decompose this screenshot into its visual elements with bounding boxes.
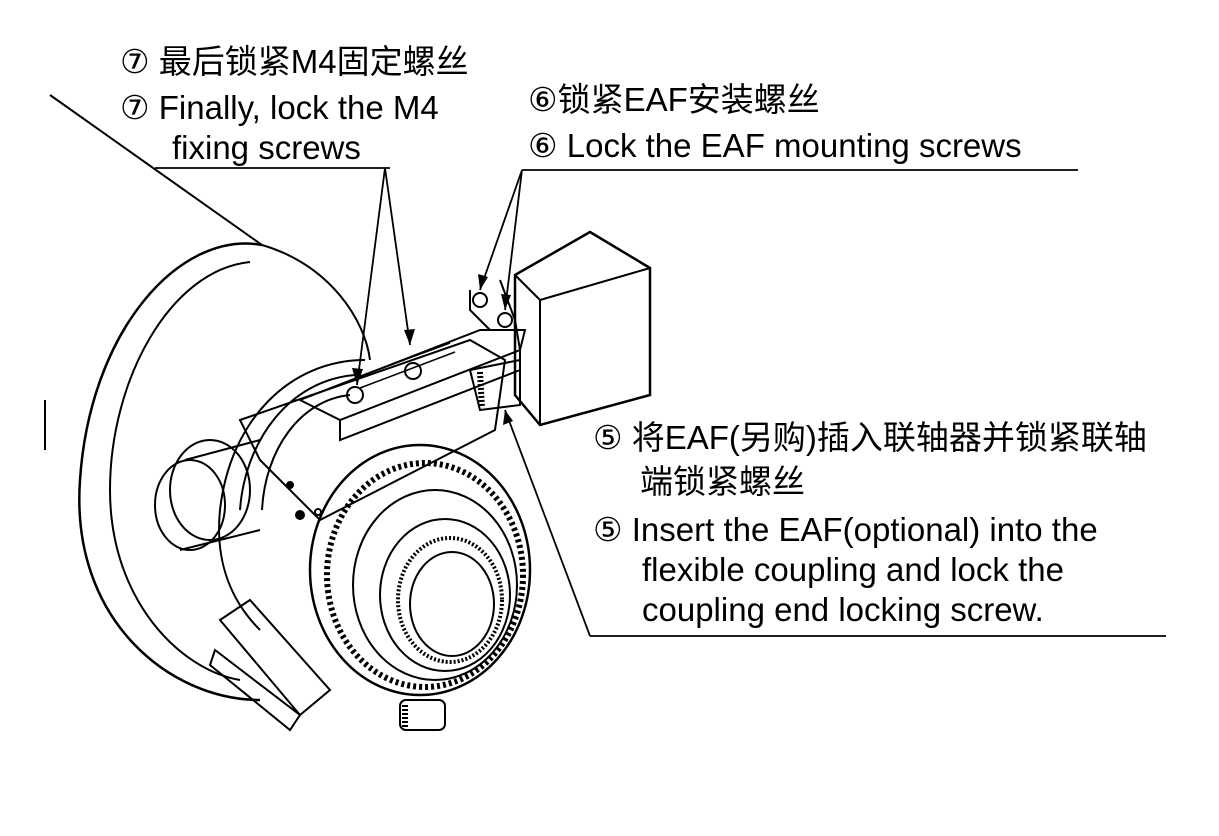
step7-chinese-label: ⑦ 最后锁紧M4固定螺丝 [120, 43, 469, 80]
step5-english-label-line1: ⑤ Insert the EAF(optional) into the [593, 511, 1098, 548]
eaf-motor [468, 230, 652, 427]
focuser-body [154, 338, 507, 631]
step6-english-label: ⑥ Lock the EAF mounting screws [528, 127, 1022, 164]
step6-chinese-label: ⑥锁紧EAF安装螺丝 [528, 81, 820, 118]
drawtube [208, 443, 532, 732]
step5-english-label-line3: coupling end locking screw. [642, 591, 1044, 628]
leader-lines [155, 167, 1166, 637]
arrowheads [352, 274, 513, 425]
step5-chinese-label-line1: ⑤ 将EAF(另购)插入联轴器并锁紧联轴 [593, 419, 1147, 456]
step7-english-label-line1: ⑦ Finally, lock the M4 [120, 89, 439, 126]
step7-english-label-line2: fixing screws [172, 129, 361, 166]
step5-chinese-label-line2: 端锁紧螺丝 [640, 463, 805, 500]
telescope-tube [44, 94, 371, 702]
step5-english-label-line2: flexible coupling and lock the [642, 551, 1064, 588]
